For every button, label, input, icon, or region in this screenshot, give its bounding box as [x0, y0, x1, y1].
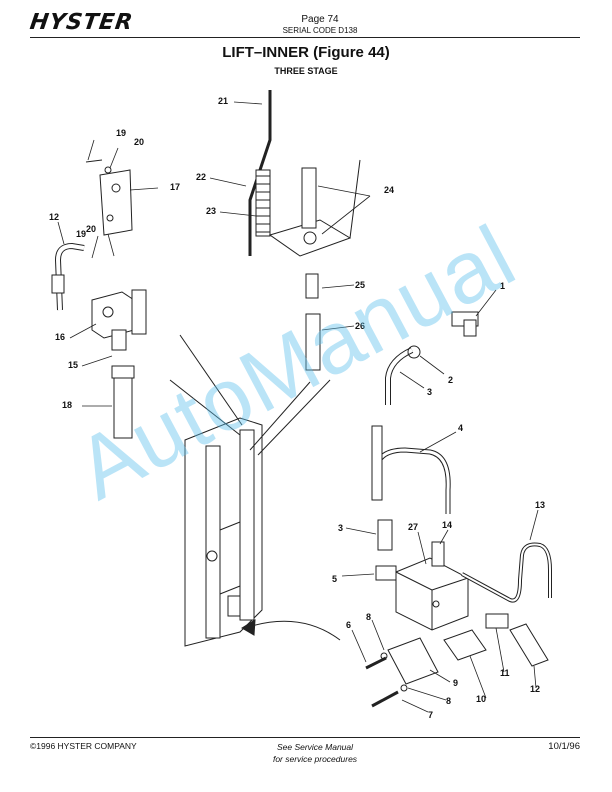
part-23-spring [255, 169, 271, 237]
callout-5: 5 [332, 574, 337, 584]
callout-7: 7 [428, 710, 433, 720]
callout-27: 27 [408, 522, 418, 532]
part-24-plate [268, 159, 361, 257]
header-rule [30, 37, 580, 38]
part-10-plate [443, 629, 487, 661]
callout-26: 26 [355, 321, 365, 331]
part-26-tube [305, 313, 321, 371]
part-16-block [91, 289, 147, 339]
callout-13: 13 [535, 500, 545, 510]
part-9-plate [387, 637, 439, 685]
page-title: LIFT–INNER (Figure 44) [222, 44, 390, 61]
part-25-fitting [305, 273, 319, 299]
part-7-bolt [371, 684, 408, 708]
footer-date: 10/1/96 [548, 741, 580, 752]
part-14-fitting [431, 541, 445, 567]
callout-24: 24 [384, 185, 394, 195]
callout-19-upper: 19 [116, 128, 126, 138]
callout-2: 2 [448, 375, 453, 385]
page-number: Page 74 [301, 14, 339, 25]
part-27-valve-block [395, 557, 469, 631]
callout-22: 22 [196, 172, 206, 182]
part-3-fitting-lower [377, 519, 393, 551]
footer-note-line1: See Service Manual [276, 742, 354, 752]
callout-14: 14 [442, 520, 452, 530]
mast-frame [184, 417, 263, 647]
callout-6: 6 [346, 620, 351, 630]
callout-15: 15 [68, 360, 78, 370]
callout-23: 23 [206, 206, 216, 216]
callout-8-lower: 8 [446, 696, 451, 706]
callout-11: 11 [500, 668, 510, 678]
page-subtitle: THREE STAGE [274, 66, 338, 76]
callout-numbers: 1 2 3 3 4 5 6 7 8 8 9 10 11 12 12 13 14 … [49, 96, 545, 720]
part-17-bracket [85, 159, 133, 236]
part-15-fitting [111, 329, 127, 351]
leader-lines [57, 101, 539, 713]
callout-20-upper: 20 [134, 137, 144, 147]
footer-rule [30, 737, 580, 738]
callout-8-upper: 8 [366, 612, 371, 622]
callout-25: 25 [355, 280, 365, 290]
footer-copyright: ©1996 HYSTER COMPANY [30, 741, 137, 751]
callout-12-right: 12 [530, 684, 540, 694]
callout-21: 21 [218, 96, 228, 106]
callout-18: 18 [62, 400, 72, 410]
callout-10: 10 [476, 694, 486, 704]
callout-16: 16 [55, 332, 65, 342]
callout-9: 9 [453, 678, 458, 688]
footer-note-line2: for service procedures [272, 754, 358, 764]
callout-19-lower: 19 [76, 229, 86, 239]
callout-20-lower: 20 [86, 224, 96, 234]
part-1-elbow [451, 311, 479, 337]
part-18-cylinder [111, 365, 135, 439]
part-11-fitting [485, 613, 509, 629]
callout-12-left: 12 [49, 212, 59, 222]
callout-4: 4 [458, 423, 463, 433]
footer-note: See Service Manual for service procedure… [230, 741, 400, 765]
part-13-tube [461, 542, 552, 603]
part-4-hose [371, 425, 451, 514]
part-3-hose-upper [385, 345, 421, 405]
part-6-bolt [365, 652, 388, 670]
callout-3-lower: 3 [338, 523, 343, 533]
serial-code: SERIAL CODE D138 [282, 26, 358, 35]
pointer-lines [169, 334, 341, 641]
callout-17: 17 [170, 182, 180, 192]
part-12-hose-right [509, 623, 549, 667]
part-5-fitting [375, 565, 397, 581]
part-12-hose-left [51, 242, 85, 311]
callout-3-upper: 3 [427, 387, 432, 397]
callout-1: 1 [500, 281, 505, 291]
